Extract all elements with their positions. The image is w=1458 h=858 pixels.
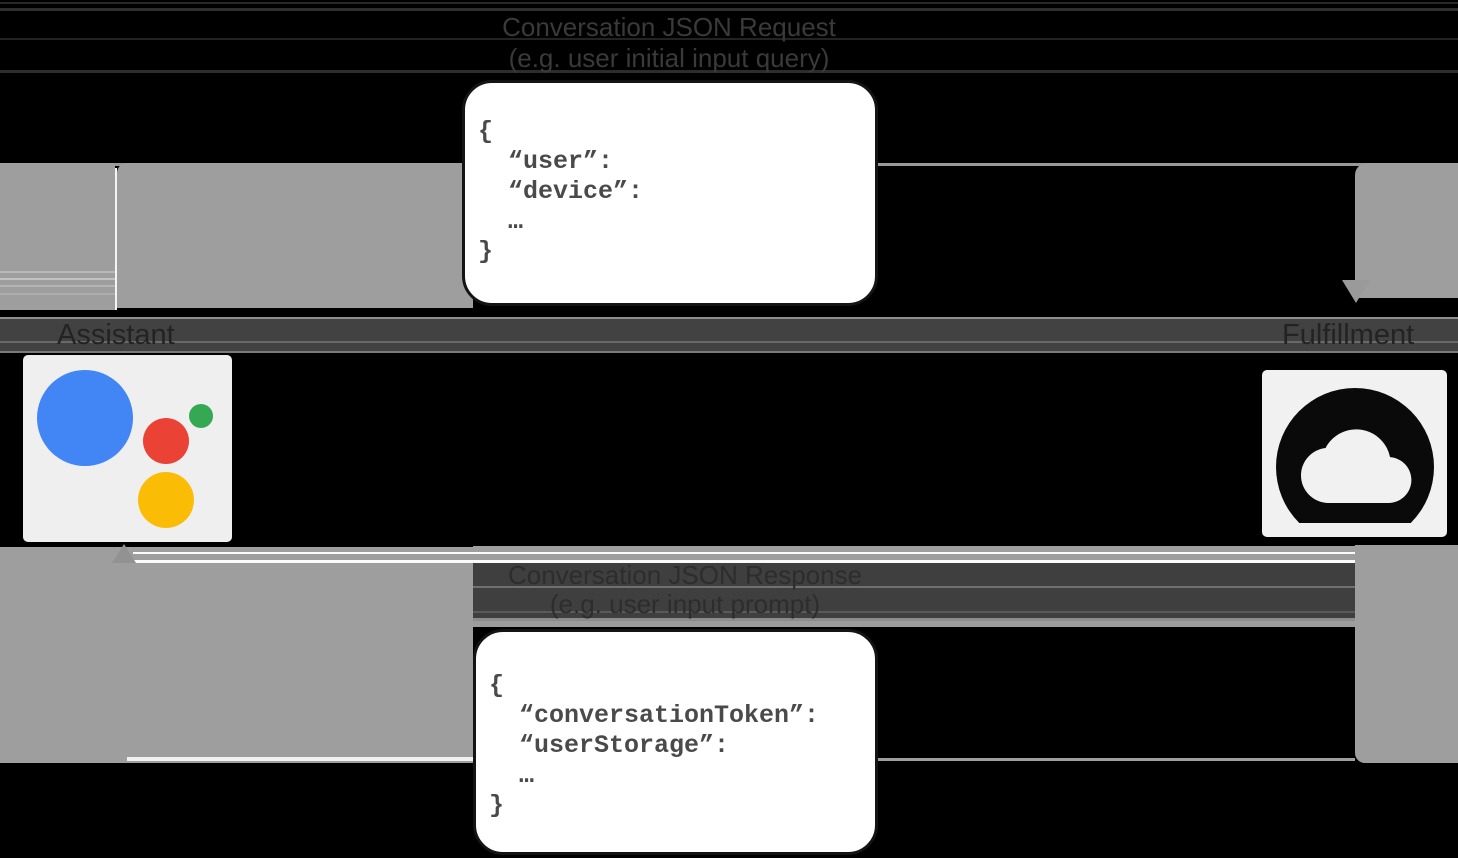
arrow-highlight-line: [133, 560, 1355, 563]
arrow-highlight-line: [133, 552, 1355, 554]
request-label: Conversation JSON Request (e.g. user ini…: [389, 12, 949, 74]
band-stripe: [473, 611, 1355, 613]
response-label: Conversation JSON Response (e.g. user in…: [405, 561, 965, 619]
request-arrow-segment-mid: [117, 163, 473, 308]
request-arrowhead-icon: [1342, 280, 1370, 303]
fulfillment-label: Fulfillment: [1282, 319, 1415, 351]
response-arrow-top-strip: [473, 546, 1355, 563]
band-border: [0, 341, 1458, 343]
response-arrowhead-icon: [112, 544, 136, 563]
response-label-line2: (e.g. user input prompt): [549, 589, 821, 619]
response-label-line1: Conversation JSON Response: [507, 560, 863, 590]
response-arrow-segment-left: [0, 547, 473, 763]
response-arrow-bottom-line: [473, 758, 1355, 761]
response-code-box: { “conversationToken”: “userStorage”: … …: [473, 629, 878, 855]
band-border: [0, 351, 1458, 353]
request-label-line2: (e.g. user initial input query): [508, 43, 830, 73]
request-label-line1: Conversation JSON Request: [502, 12, 836, 42]
response-arrow-bottom-line: [127, 757, 473, 761]
request-arrow-segment-left: [0, 163, 115, 310]
arrow-stripe: [0, 293, 115, 295]
stripe-line: [0, 38, 1458, 40]
response-arrow-segment-right: [1355, 545, 1458, 763]
arrow-highlight-line: [115, 168, 117, 310]
arrow-stripe: [0, 285, 115, 287]
google-assistant-icon: [23, 355, 232, 547]
arrow-stripe: [0, 278, 115, 280]
arrow-stripe: [0, 271, 115, 273]
request-code: { “user”: “device”: … }: [478, 117, 644, 266]
band-border: [0, 317, 1458, 319]
google-cloud-icon: [1262, 370, 1447, 542]
node-label-band: [0, 317, 1458, 353]
request-arrow-segment-right: [1355, 163, 1458, 298]
stripe-line: [0, 2, 1458, 4]
request-code-box: { “user”: “device”: … }: [462, 80, 878, 306]
band-stripe: [473, 618, 1355, 621]
stripe-line: [0, 8, 1458, 11]
band-stripe: [473, 621, 1355, 627]
response-code: { “conversationToken”: “userStorage”: … …: [489, 671, 820, 820]
response-label-band: [473, 563, 1355, 627]
band-stripe: [473, 586, 1355, 588]
stripe-line: [0, 70, 1458, 73]
assistant-label: Assistant: [57, 319, 175, 351]
